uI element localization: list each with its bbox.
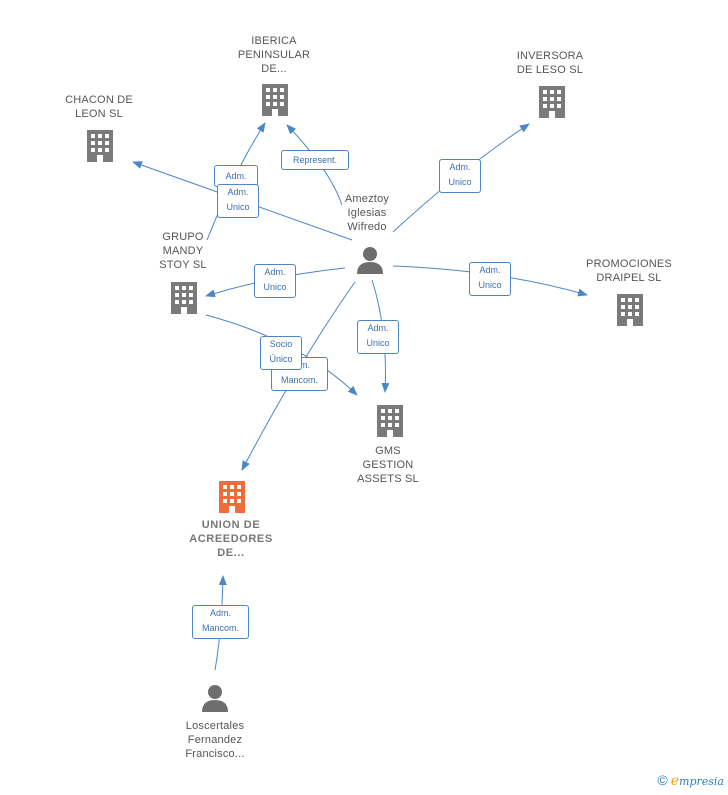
node-label-inversora[interactable]: INVERSORA DE LESO SL	[516, 50, 584, 76]
node-label-grupo[interactable]: GRUPO MANDY STOY SL	[159, 231, 207, 271]
building-icon-iberica	[262, 84, 288, 116]
edge-label-adm-unico-inversora: Adm. Unico	[439, 159, 481, 193]
person-icon-ameztoy	[357, 247, 383, 274]
edge-label-adm-unico-gms: Adm. Unico	[357, 320, 399, 354]
brand-footer[interactable]: © empresia	[657, 772, 724, 789]
edge-label-adm-mancom-loscertales: Adm. Mancom.	[192, 605, 249, 639]
node-label-promociones[interactable]: PROMOCIONES DRAIPEL SL	[586, 258, 672, 284]
building-icon-chacon	[87, 130, 113, 162]
edge-label-adm-unico-promociones: Adm. Unico	[469, 262, 511, 296]
brand-name: mpresia	[679, 775, 724, 788]
node-label-gms[interactable]: GMS GESTION ASSETS SL	[357, 445, 419, 485]
copyright-icon: ©	[657, 772, 668, 788]
node-label-loscertales[interactable]: Loscertales Fernandez Francisco...	[185, 720, 245, 760]
node-label-union[interactable]: UNION DE ACREEDORES DE...	[189, 519, 273, 559]
building-icon-union	[219, 481, 245, 513]
edge-label-adm-unico-grupo: Adm. Unico	[254, 264, 296, 298]
building-icon-gms	[377, 405, 403, 437]
edge-label-represent: Represent.	[281, 150, 349, 170]
node-label-iberica[interactable]: IBERICA PENINSULAR DE...	[237, 35, 311, 75]
building-icon-promociones	[617, 294, 643, 326]
edge-label-socio-unico: Socio Único	[260, 336, 302, 370]
edge-label-adm-unico-iberica: Adm. Unico	[217, 184, 259, 218]
brand-initial: e	[670, 773, 680, 789]
node-label-ameztoy[interactable]: Ameztoy Iglesias Wifredo	[344, 193, 390, 233]
building-icon-grupo	[171, 282, 197, 314]
building-icon-inversora	[539, 86, 565, 118]
node-label-chacon[interactable]: CHACON DE LEON SL	[65, 94, 133, 120]
person-icon-loscertales	[202, 685, 228, 712]
